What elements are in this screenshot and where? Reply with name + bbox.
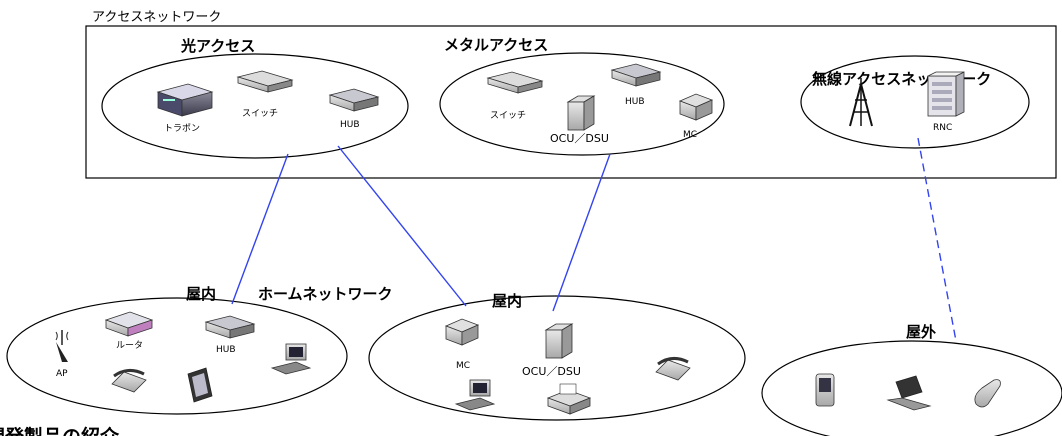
monitor-icon (187, 367, 213, 403)
metal-device-label: OCU／DSU (550, 132, 609, 145)
wireless-device-label: RNC (933, 123, 952, 133)
indoor-left-ellipse (6, 297, 348, 415)
indoor-left-device-label: ルータ (116, 340, 143, 351)
outdoor-ellipse (761, 340, 1062, 436)
hub-icon (328, 88, 380, 112)
metal-access-label: メタルアクセス (444, 36, 548, 54)
laptop-icon (886, 375, 932, 411)
indoor-left-device-label: AP (56, 369, 68, 379)
ocu-dsu-icon (566, 95, 596, 131)
footer-heading: 開発製品の紹介 (0, 425, 120, 436)
metal-device-label: HUB (625, 97, 645, 107)
media-converter-icon (678, 93, 714, 121)
telephone-icon (111, 369, 147, 393)
optical-device-label: スイッチ (242, 108, 278, 119)
indoor-center-device-label: OCU／DSU (522, 365, 581, 378)
antenna-tower-icon (849, 78, 873, 127)
switch-icon (486, 71, 544, 94)
pda-icon (815, 373, 835, 407)
desktop-computer-icon (270, 343, 312, 375)
media-converter-icon (444, 318, 480, 346)
hub-icon (204, 315, 256, 339)
indoor-center-label: 屋内 (492, 292, 522, 310)
mobile-phone-icon (974, 379, 1001, 408)
wireless-access-ellipse (800, 55, 1030, 149)
indoor-center-device-label: MC (456, 361, 470, 371)
link-wireless-to-outdoor (917, 137, 957, 342)
telephone-icon (655, 357, 691, 381)
transponder-icon (156, 83, 214, 117)
router-icon (104, 311, 154, 337)
hub-icon (610, 63, 662, 87)
access-network-box (85, 25, 1057, 179)
switch-icon (236, 70, 294, 93)
indoor-center-ellipse (368, 295, 746, 421)
rnc-rack-icon (927, 71, 965, 117)
ocu-dsu-icon (544, 323, 574, 359)
link-optical-to-indoor-left (231, 153, 289, 305)
link-metal-to-indoor-center (552, 153, 611, 312)
desktop-computer-icon (454, 379, 496, 411)
access-point-icon (55, 330, 69, 362)
fax-machine-icon (546, 383, 592, 415)
outdoor-label: 屋外 (906, 323, 936, 341)
optical-device-label: トラポン (164, 123, 200, 134)
home-network-label: ホームネットワーク (258, 285, 393, 303)
metal-device-label: スイッチ (490, 110, 526, 121)
link-optical-to-indoor-center (337, 145, 467, 307)
optical-device-label: HUB (340, 120, 360, 130)
optical-access-label: 光アクセス (180, 37, 255, 55)
metal-access-ellipse (439, 52, 725, 156)
access-network-label: アクセスネットワーク (92, 10, 221, 25)
indoor-left-device-label: HUB (216, 345, 236, 355)
indoor-left-label: 屋内 (186, 285, 216, 303)
optical-access-ellipse (101, 53, 409, 159)
metal-device-label: MC (683, 130, 697, 140)
